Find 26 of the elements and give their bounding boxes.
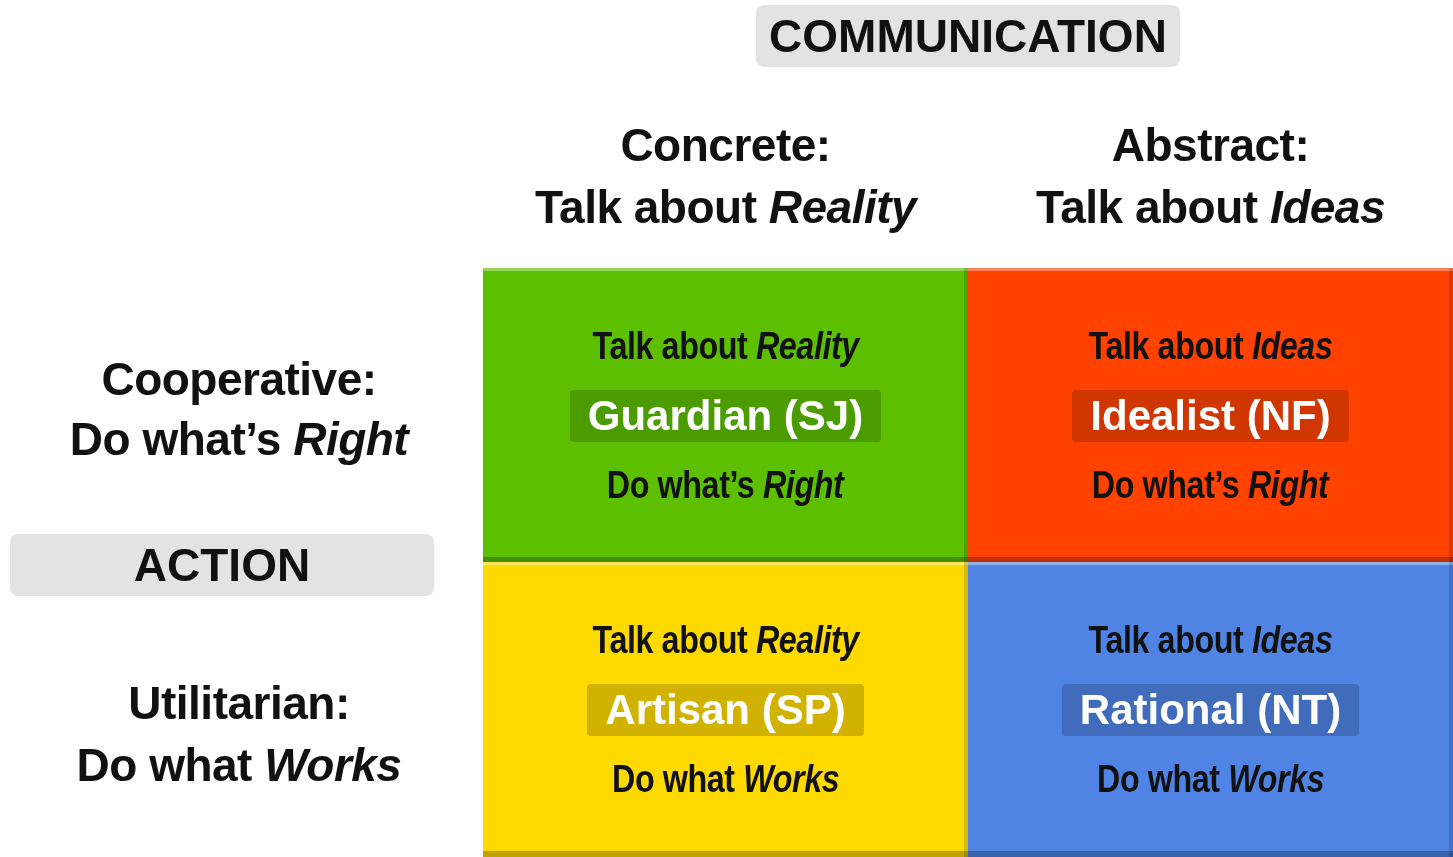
axis-label: Do what Works xyxy=(75,738,403,792)
axis-label: Talk about Ideas xyxy=(1035,180,1386,234)
type-name: Rational (NT) xyxy=(1061,683,1360,736)
axis-label: Do what’s Right xyxy=(68,412,411,466)
quadrant-heading: Talk about Ideas xyxy=(1088,324,1333,368)
quadrant-motto: Do what’s Right xyxy=(1092,463,1329,507)
quadrant-box xyxy=(483,268,968,563)
axis-label: Abstract: xyxy=(1110,118,1311,172)
axis-label: Cooperative: xyxy=(100,352,378,406)
quadrant-heading: Talk about Reality xyxy=(592,618,859,662)
quadrant-box xyxy=(968,562,1453,857)
quadrant-motto: Do what Works xyxy=(611,757,840,801)
quadrant-heading: Talk about Reality xyxy=(592,324,859,368)
quadrant-motto: Do what’s Right xyxy=(607,463,844,507)
axis-label: Utilitarian: xyxy=(127,676,351,730)
axis-label: Talk about Reality xyxy=(533,180,920,234)
axis-title: ACTION xyxy=(10,534,434,596)
quadrant-box xyxy=(483,562,968,857)
axis-label: Concrete: xyxy=(619,118,832,172)
quadrant-heading: Talk about Ideas xyxy=(1088,618,1333,662)
quadrant-motto: Do what Works xyxy=(1096,757,1325,801)
type-name: Artisan (SP) xyxy=(587,683,864,736)
axis-title: COMMUNICATION xyxy=(756,5,1180,67)
type-name: Guardian (SJ) xyxy=(569,389,882,442)
quadrant-box xyxy=(968,268,1453,563)
type-name: Idealist (NF) xyxy=(1072,389,1349,442)
